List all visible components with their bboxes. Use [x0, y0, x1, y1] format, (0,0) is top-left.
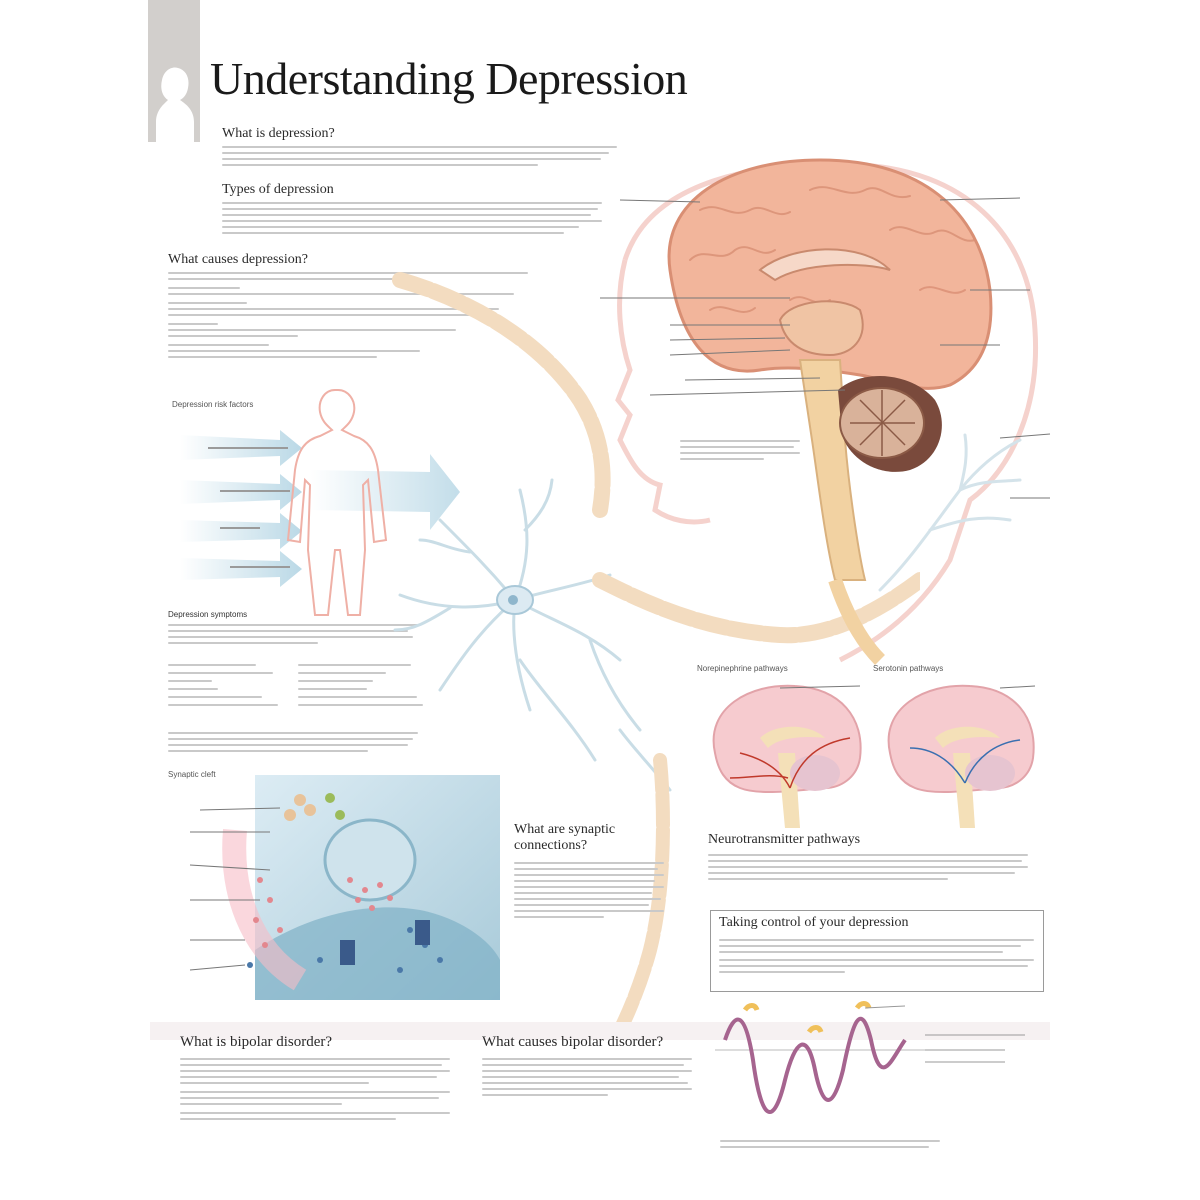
heading-types-of-depression: Types of depression — [222, 182, 334, 197]
symptom-list-left — [168, 664, 278, 706]
norepinephrine-brain — [712, 684, 862, 828]
text-brain-caption — [680, 440, 800, 460]
heading-serotonin-pathways: Serotonin pathways — [873, 664, 944, 673]
header-tab — [148, 0, 200, 142]
heading-norepinephrine-pathways: Norepinephrine pathways — [697, 664, 788, 673]
symptom-list-right — [298, 664, 423, 706]
text-neurotransmitter-pathways — [708, 854, 1028, 880]
text-taking-control — [719, 939, 1034, 973]
text-symptoms-footnote — [168, 732, 418, 752]
risk-factors-figure — [180, 389, 460, 616]
serotonin-brain — [887, 684, 1036, 828]
page-title: Understanding Depression — [210, 53, 688, 104]
text-what-is-depression — [222, 146, 617, 166]
heading-what-causes-depression: What causes depression? — [168, 252, 308, 267]
heading-neurotransmitter-pathways: Neurotransmitter pathways — [708, 832, 861, 847]
dendrite-illustration — [878, 433, 1051, 592]
text-what-causes-depression — [168, 272, 528, 358]
label-risk-factors: Depression risk factors — [172, 400, 254, 409]
synaptic-cleft-illustration — [189, 775, 500, 1000]
text-types-of-depression — [222, 202, 602, 234]
text-depression-symptoms — [168, 624, 418, 652]
heading-synaptic-cleft: Synaptic cleft — [168, 770, 216, 779]
head-silhouette-icon — [156, 67, 194, 142]
heading-what-causes-bipolar: What causes bipolar disorder? — [482, 1034, 664, 1050]
heading-what-is-bipolar: What is bipolar disorder? — [180, 1034, 333, 1050]
brain-illustration — [600, 158, 1039, 665]
heading-taking-control: Taking control of your depression — [719, 915, 909, 930]
nerve-fiber-illustration — [392, 272, 920, 1030]
text-wave-caption — [720, 1140, 940, 1148]
taking-control-box: Taking control of your depression — [710, 910, 1044, 992]
text-what-causes-bipolar — [482, 1058, 692, 1096]
neuron-illustration — [393, 478, 672, 792]
text-synaptic-connections — [514, 862, 664, 918]
heading-synaptic-connections: What are synaptic connections? — [514, 822, 616, 853]
heading-depression-symptoms: Depression symptoms — [168, 610, 248, 619]
bottom-band — [150, 1022, 1050, 1040]
heading-what-is-depression: What is depression? — [222, 126, 335, 141]
text-what-is-bipolar — [180, 1058, 450, 1120]
mood-wave-chart — [715, 1001, 1025, 1114]
